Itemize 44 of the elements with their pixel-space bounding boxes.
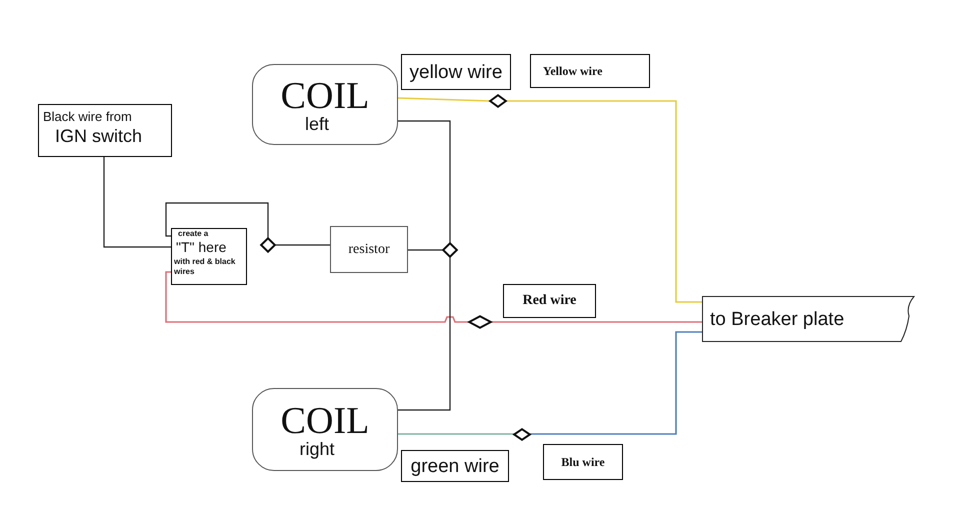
coil-label: COIL — [280, 402, 370, 440]
wire — [398, 257, 451, 411]
diamond-connector — [514, 429, 530, 440]
wire — [398, 433, 514, 435]
label-box — [543, 444, 623, 480]
resistor-box — [330, 226, 408, 273]
diamond-connector — [443, 243, 457, 257]
diamond-connector — [261, 238, 275, 252]
terminal-box — [702, 296, 915, 342]
coil-side-label: right — [299, 440, 334, 458]
label-box — [401, 450, 509, 482]
diamond-connector — [469, 316, 491, 328]
label-text: yellow wire — [410, 62, 502, 82]
label-box — [401, 54, 511, 90]
note-text: "T" here — [175, 239, 226, 256]
wire — [165, 202, 269, 238]
coil-box — [252, 64, 398, 145]
label-text: green wire — [410, 456, 500, 476]
coil-box — [252, 388, 398, 471]
label-text: to Breaker plate — [710, 310, 844, 328]
label-box — [503, 284, 596, 318]
diamond-connector — [490, 95, 506, 107]
label-text: Blu wire — [561, 456, 605, 468]
label-box — [38, 104, 172, 157]
wire — [103, 157, 171, 248]
label-text: resistor — [348, 242, 390, 256]
wire — [491, 321, 702, 323]
wire — [506, 100, 702, 303]
label-box — [530, 54, 650, 88]
wire — [398, 120, 451, 243]
coil-side-label: left — [304, 114, 329, 132]
label-box — [171, 228, 247, 285]
wire — [165, 271, 469, 323]
coil-label: COIL — [280, 76, 370, 114]
wire — [398, 97, 490, 102]
note-text: with red & black wires — [174, 256, 236, 276]
wire — [275, 244, 330, 246]
label-text: Yellow wire — [543, 65, 602, 77]
note-text: Black wire from — [43, 109, 132, 126]
note-text: create a — [177, 229, 208, 239]
wire — [408, 249, 443, 251]
note-text: IGN switch — [54, 125, 142, 148]
wire — [530, 331, 702, 435]
label-text: Red wire — [522, 294, 576, 308]
